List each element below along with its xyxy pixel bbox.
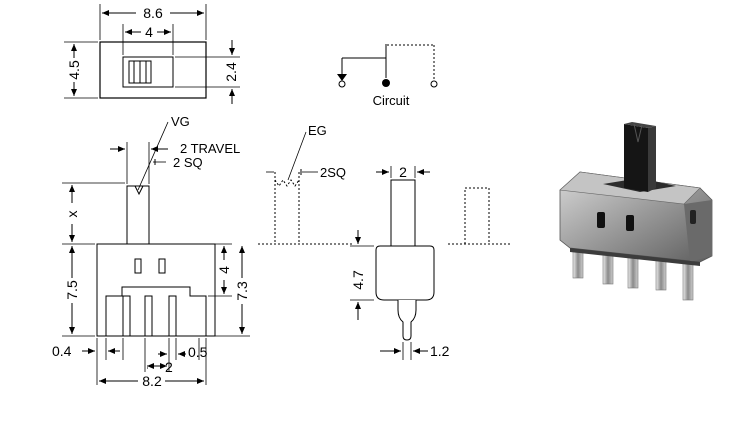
side-body xyxy=(375,245,435,301)
slide-switch-photo xyxy=(559,122,713,301)
circuit-terminal-right xyxy=(430,80,438,88)
pin-pitch-label: 2 xyxy=(165,359,173,375)
travel-label: 2 TRAVEL xyxy=(180,141,240,156)
circuit-label: Circuit xyxy=(373,93,410,108)
eg-label: EG xyxy=(308,123,327,138)
side-view: 2 4.7 1.2 xyxy=(350,164,450,360)
top-view-slot xyxy=(122,56,174,88)
side-view-alt-lever xyxy=(448,187,512,245)
circuit-terminal-left xyxy=(338,80,346,88)
pin-width-label: 0.5 xyxy=(188,344,208,360)
front-body xyxy=(96,243,216,337)
top-slot-width-label: 4 xyxy=(145,24,153,40)
body-inner-label: 4 xyxy=(216,266,232,274)
side-body-height-label: 4.7 xyxy=(350,270,366,290)
top-view: 8.6 4 4.5 2.4 xyxy=(64,4,240,104)
vg-label: VG xyxy=(171,114,190,129)
top-view-body xyxy=(99,41,207,99)
circuit-terminal-common xyxy=(382,79,390,87)
total-height-label: 7.3 xyxy=(234,281,250,301)
body-height-label: 7.5 xyxy=(64,280,80,300)
front-view: VG 2 TRAVEL 2 SQ x 7.5 4 7.3 xyxy=(52,114,250,389)
side-pin-width-label: 1.2 xyxy=(430,343,450,359)
front-lever xyxy=(126,185,150,245)
top-width-label: 8.6 xyxy=(143,5,163,21)
lever-sq-label: 2 SQ xyxy=(173,155,203,170)
side-lever xyxy=(390,179,416,249)
eg-sq-label: 2SQ xyxy=(320,165,346,180)
side-pin xyxy=(397,300,417,341)
top-slot-height-label: 2.4 xyxy=(223,62,239,82)
overall-width-label: 8.2 xyxy=(142,373,162,389)
top-height-label: 4.5 xyxy=(66,60,82,80)
pin-offset-label: 0.4 xyxy=(52,343,72,359)
lever-height-label: x xyxy=(64,211,80,218)
circuit-diagram: Circuit xyxy=(337,44,438,108)
eg-view: EG 2SQ xyxy=(258,123,352,245)
side-lever-width-label: 2 xyxy=(399,164,407,180)
